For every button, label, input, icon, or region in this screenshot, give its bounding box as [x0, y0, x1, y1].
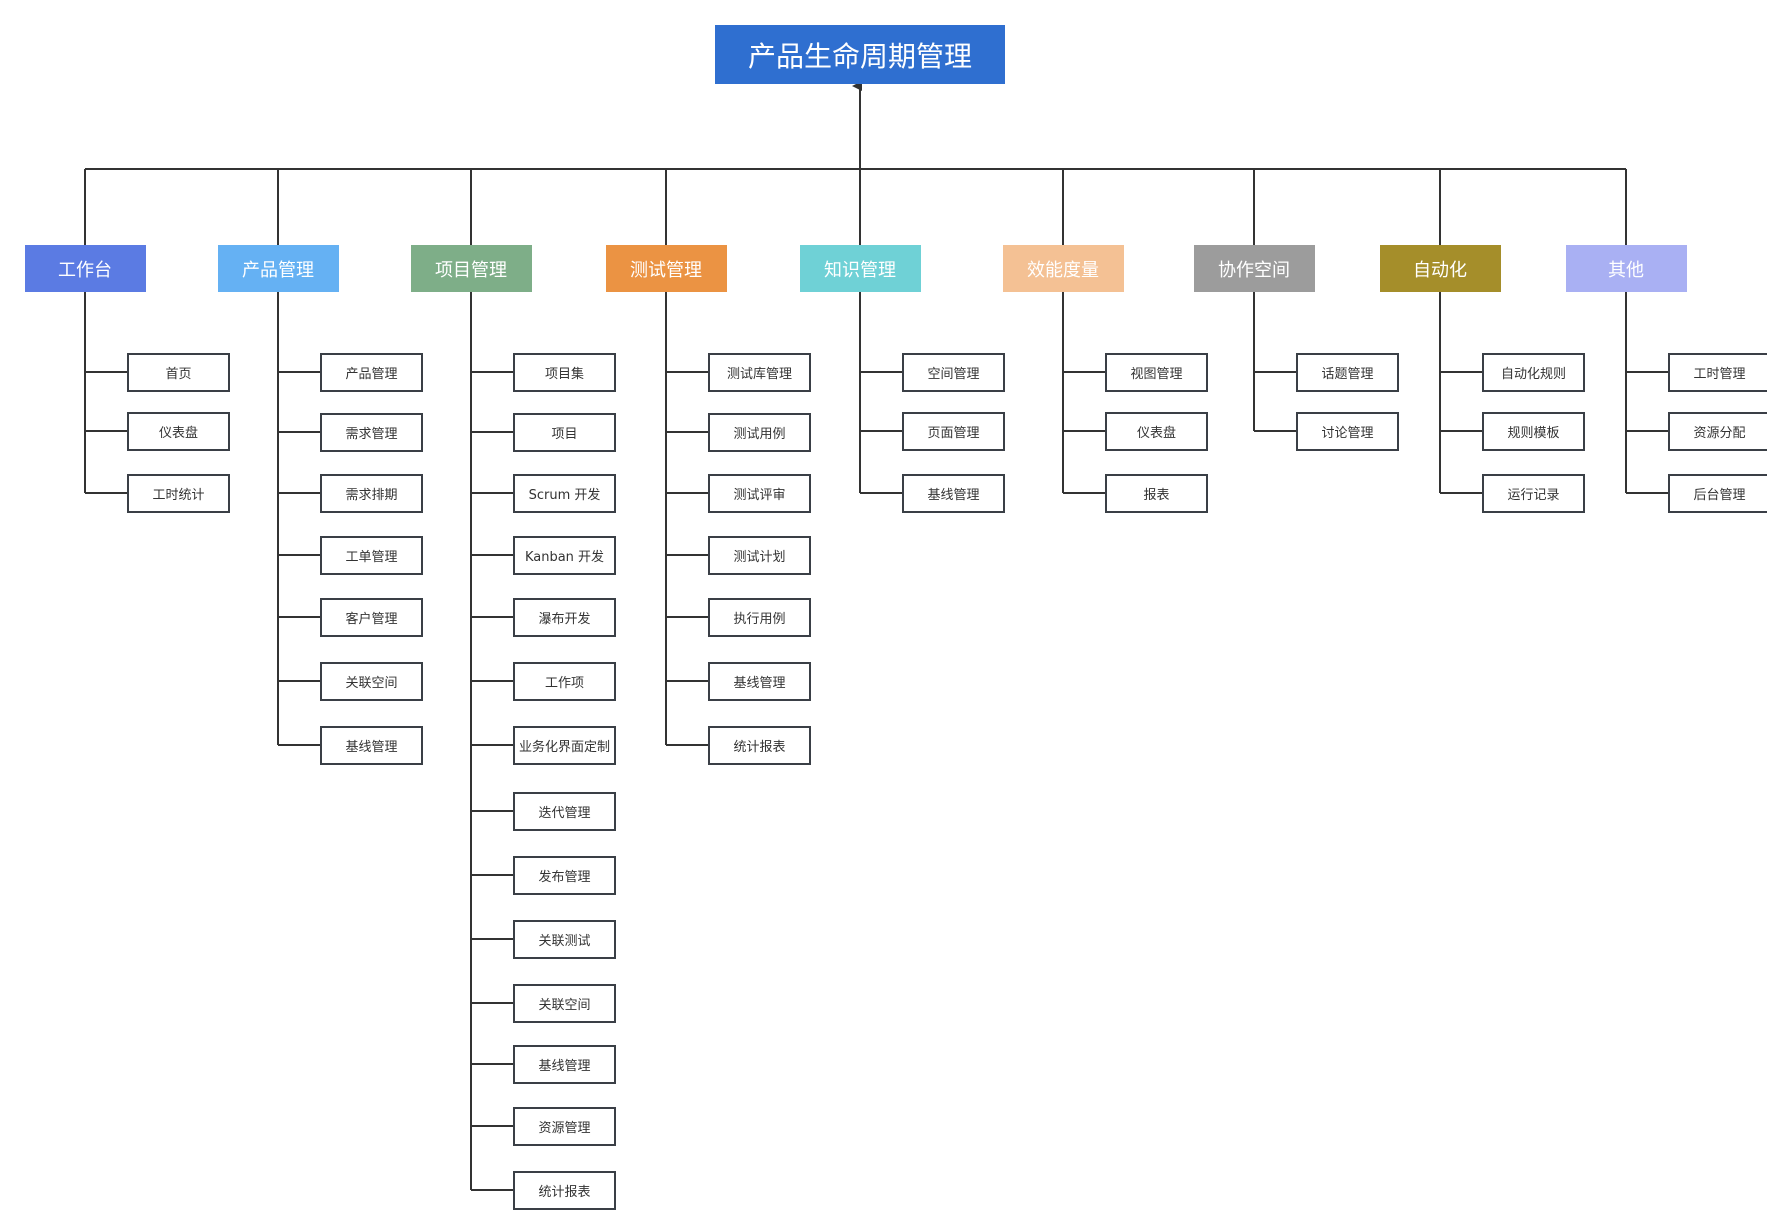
leaf-node: 瀑布开发	[513, 597, 616, 637]
category-node: 工作台	[24, 245, 146, 292]
leaf-node: 工时统计	[127, 473, 230, 513]
leaf-node: 讨论管理	[1296, 411, 1399, 451]
category-node: 协作空间	[1193, 245, 1315, 292]
leaf-node: 需求管理	[320, 412, 423, 452]
leaf-node: 首页	[127, 352, 230, 392]
category-node: 测试管理	[605, 245, 727, 292]
leaf-node: 测试库管理	[708, 352, 811, 392]
leaf-node: 资源分配	[1668, 411, 1767, 451]
leaf-node: 统计报表	[708, 725, 811, 765]
leaf-node: 视图管理	[1105, 352, 1208, 392]
leaf-node: 关联空间	[320, 661, 423, 701]
leaf-node: 基线管理	[902, 473, 1005, 513]
leaf-node: 报表	[1105, 473, 1208, 513]
leaf-node: 产品管理	[320, 352, 423, 392]
leaf-node: 测试计划	[708, 535, 811, 575]
category-node: 自动化	[1379, 245, 1501, 292]
leaf-node: 基线管理	[708, 661, 811, 701]
leaf-node: 项目	[513, 412, 616, 452]
leaf-node: 项目集	[513, 352, 616, 392]
leaf-node: 关联空间	[513, 983, 616, 1023]
category-node: 其他	[1565, 245, 1687, 292]
leaf-node: 工时管理	[1668, 352, 1767, 392]
leaf-node: 执行用例	[708, 597, 811, 637]
leaf-node: Kanban 开发	[513, 535, 616, 575]
leaf-node: 测试用例	[708, 412, 811, 452]
leaf-node: 测试评审	[708, 473, 811, 513]
leaf-node: 业务化界面定制	[513, 725, 616, 765]
leaf-node: 客户管理	[320, 597, 423, 637]
leaf-node: 空间管理	[902, 352, 1005, 392]
leaf-node: 后台管理	[1668, 473, 1767, 513]
root-node: 产品生命周期管理	[715, 25, 1005, 84]
leaf-node: 仪表盘	[127, 411, 230, 451]
leaf-node: 自动化规则	[1482, 352, 1585, 392]
category-node: 项目管理	[410, 245, 532, 292]
leaf-node: 统计报表	[513, 1170, 616, 1210]
leaf-node: 基线管理	[513, 1044, 616, 1084]
leaf-node: 运行记录	[1482, 473, 1585, 513]
leaf-node: 工作项	[513, 661, 616, 701]
leaf-node: 发布管理	[513, 855, 616, 895]
leaf-node: 仪表盘	[1105, 411, 1208, 451]
category-node: 效能度量	[1002, 245, 1124, 292]
leaf-node: 迭代管理	[513, 791, 616, 831]
leaf-node: 页面管理	[902, 411, 1005, 451]
leaf-node: 需求排期	[320, 473, 423, 513]
leaf-node: 基线管理	[320, 725, 423, 765]
category-node: 产品管理	[217, 245, 339, 292]
leaf-node: 话题管理	[1296, 352, 1399, 392]
leaf-node: 规则模板	[1482, 411, 1585, 451]
leaf-node: 关联测试	[513, 919, 616, 959]
leaf-node: 工单管理	[320, 535, 423, 575]
category-node: 知识管理	[799, 245, 921, 292]
leaf-node: 资源管理	[513, 1106, 616, 1146]
leaf-node: Scrum 开发	[513, 473, 616, 513]
